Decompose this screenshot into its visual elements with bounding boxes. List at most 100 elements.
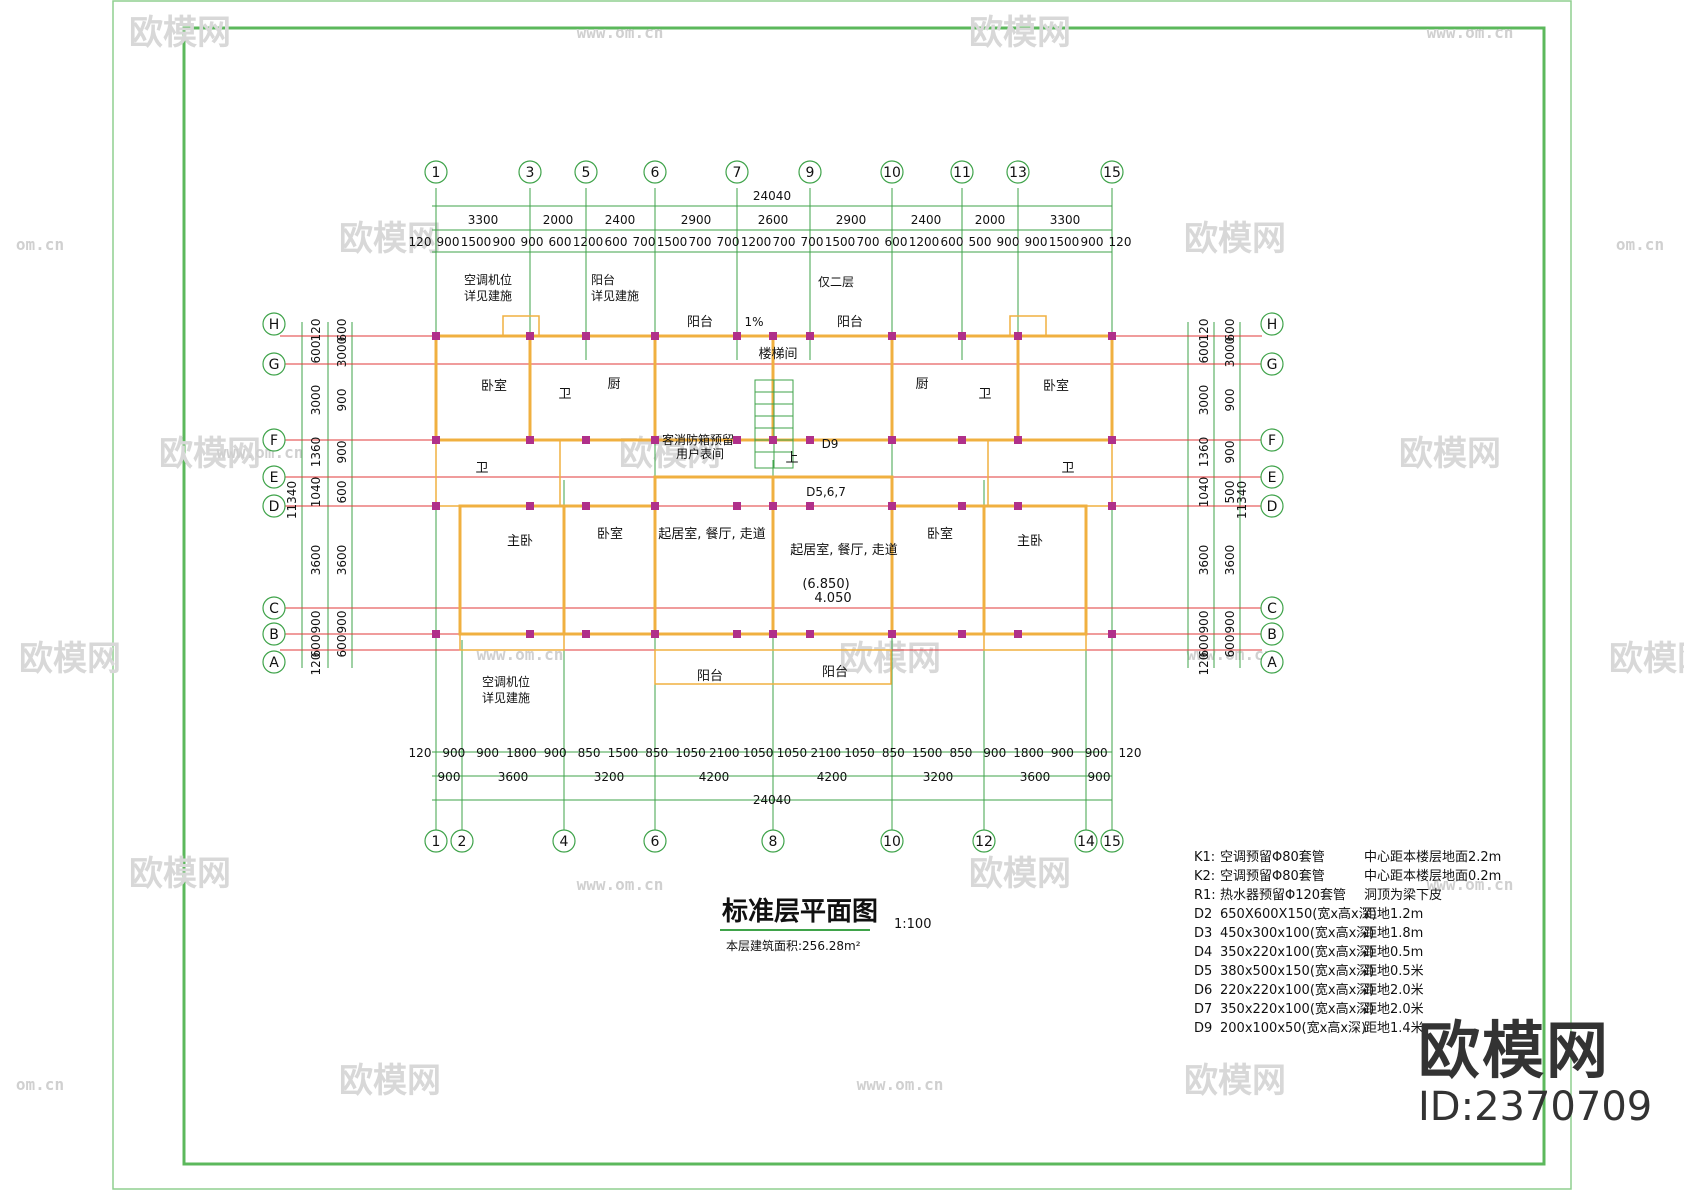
bottom-dim-1: 1050 <box>844 746 875 760</box>
axis-bubble-bottom-12: 12 <box>972 829 996 853</box>
legend-note: 中心距本楼层地面2.2m <box>1364 850 1501 865</box>
top-dim-1: 3300 <box>468 213 499 227</box>
column <box>806 502 814 510</box>
axis-label-bottom: 12 <box>975 834 993 850</box>
watermark-brand: 欧模网 <box>1184 1061 1286 1101</box>
legend-desc: 350x220x100(宽x高x深) <box>1220 944 1374 960</box>
axis-label-bottom: 14 <box>1077 834 1095 850</box>
axis-bubble-top-9: 9 <box>798 160 822 184</box>
column <box>651 436 659 444</box>
bottom-dim-1: 900 <box>476 746 499 760</box>
column <box>582 502 590 510</box>
side_dims.right_outer-dim: 120 <box>1197 319 1211 342</box>
axis-label-right: H <box>1267 317 1278 333</box>
room-master-e: 主卧 <box>1017 534 1043 549</box>
column <box>582 332 590 340</box>
axis-label-top: 13 <box>1009 165 1027 181</box>
watermark-brand: 欧模网 <box>969 13 1071 53</box>
watermark-brand: 欧模网 <box>19 639 121 679</box>
side_dims.right_outer-dim: 1040 <box>1197 477 1211 508</box>
sheet-border-inner <box>182 26 1546 1166</box>
axis-bubble-top-1: 1 <box>424 160 448 184</box>
note-see-bottom: 详见建施 <box>482 690 530 705</box>
note-ac-bottom: 空调机位 <box>482 674 530 689</box>
column <box>733 436 741 444</box>
axis-bubble-left-E: E <box>262 465 286 489</box>
column <box>526 332 534 340</box>
bottom-dim-1: 2100 <box>810 746 841 760</box>
axis-label-top: 9 <box>806 165 815 181</box>
legend-code: D2 <box>1194 907 1212 922</box>
axis-bubble-top-13: 13 <box>1006 160 1030 184</box>
legend-note: 距地1.4米 <box>1364 1021 1424 1036</box>
axis-bubble-bottom-15: 15 <box>1100 829 1124 853</box>
column <box>1108 332 1116 340</box>
top-dim-2: 900 <box>997 235 1020 249</box>
axis-label-bottom: 10 <box>883 834 901 850</box>
top-dim-1: 2900 <box>836 213 867 227</box>
top-dim-2: 1200 <box>573 235 604 249</box>
axis-label-right: F <box>1268 433 1276 449</box>
axis-bubble-top-5: 5 <box>574 160 598 184</box>
side_dims.left_outer-dim: 3600 <box>309 545 323 576</box>
bottom-dim-1: 900 <box>1051 746 1074 760</box>
watermark-brand: 欧模网 <box>339 1061 441 1101</box>
legend-code: K1: <box>1194 850 1215 865</box>
room-living-e: 起居室, 餐厅, 走道 <box>790 542 898 558</box>
legend-code: R1: <box>1194 888 1216 903</box>
side_dims.left_outer-dim: 900 <box>309 611 323 634</box>
room-balcony-ne: 阳台 <box>837 315 863 330</box>
axis-label-left: D <box>269 499 280 515</box>
axis-bubble-bottom-1: 1 <box>424 829 448 853</box>
side_dims.left_inner-dim: 900 <box>335 441 349 464</box>
column <box>733 332 741 340</box>
top-dim-2: 600 <box>941 235 964 249</box>
column <box>733 502 741 510</box>
axis-bubble-right-F: F <box>1260 428 1284 452</box>
room-balcony-se: 阳台 <box>822 665 848 680</box>
side_dims.right_outer-dim: 600 <box>1197 635 1211 658</box>
bottom-dim-1: 850 <box>949 746 972 760</box>
column <box>806 630 814 638</box>
axis-bubble-left-H: H <box>262 312 286 336</box>
legend-note: 洞顶为梁下皮 <box>1364 888 1442 903</box>
side_dims.left_outer-dim: 1040 <box>309 477 323 508</box>
top-dim-2: 700 <box>717 235 740 249</box>
column <box>582 630 590 638</box>
axis-label-top: 1 <box>432 165 441 181</box>
axis-label-top: 6 <box>651 165 660 181</box>
drawing-area-note: 本层建筑面积:256.28m² <box>726 938 861 953</box>
column <box>1108 502 1116 510</box>
column <box>769 332 777 340</box>
axis-label-right: C <box>1267 601 1277 617</box>
watermark-url: www.om.cn <box>857 1075 944 1094</box>
pct-label: 1% <box>744 315 763 329</box>
bottom-dim-1: 120 <box>1119 746 1142 760</box>
bottom-total-dim: 24040 <box>753 793 791 807</box>
column <box>582 436 590 444</box>
axis-bubble-top-6: 6 <box>643 160 667 184</box>
axis-bubble-bottom-8: 8 <box>761 829 785 853</box>
axis-bubble-left-G: G <box>262 352 286 376</box>
column <box>733 630 741 638</box>
side_dims.right_outer-dim: 1360 <box>1197 437 1211 468</box>
bottom-dim-1: 1500 <box>912 746 943 760</box>
column <box>526 436 534 444</box>
top-dim-2: 900 <box>493 235 516 249</box>
column <box>526 630 534 638</box>
top-dim-2: 600 <box>885 235 908 249</box>
room-bedroom-nw: 卧室 <box>481 378 507 394</box>
column <box>888 502 896 510</box>
axis-label-left: F <box>270 433 278 449</box>
top-dim-2: 700 <box>689 235 712 249</box>
axis-bubble-left-A: A <box>262 650 286 674</box>
top-dim-2: 700 <box>801 235 824 249</box>
column <box>651 332 659 340</box>
side_dims.right_outer-dim: 120 <box>1197 653 1211 676</box>
legend-desc: 380x500x150(宽x高x深) <box>1220 963 1374 979</box>
side_dims.right_inner-dim: 600 <box>1223 319 1237 342</box>
legend-note: 距地1.2m <box>1364 907 1423 922</box>
legend-code: D9 <box>1194 1021 1212 1036</box>
